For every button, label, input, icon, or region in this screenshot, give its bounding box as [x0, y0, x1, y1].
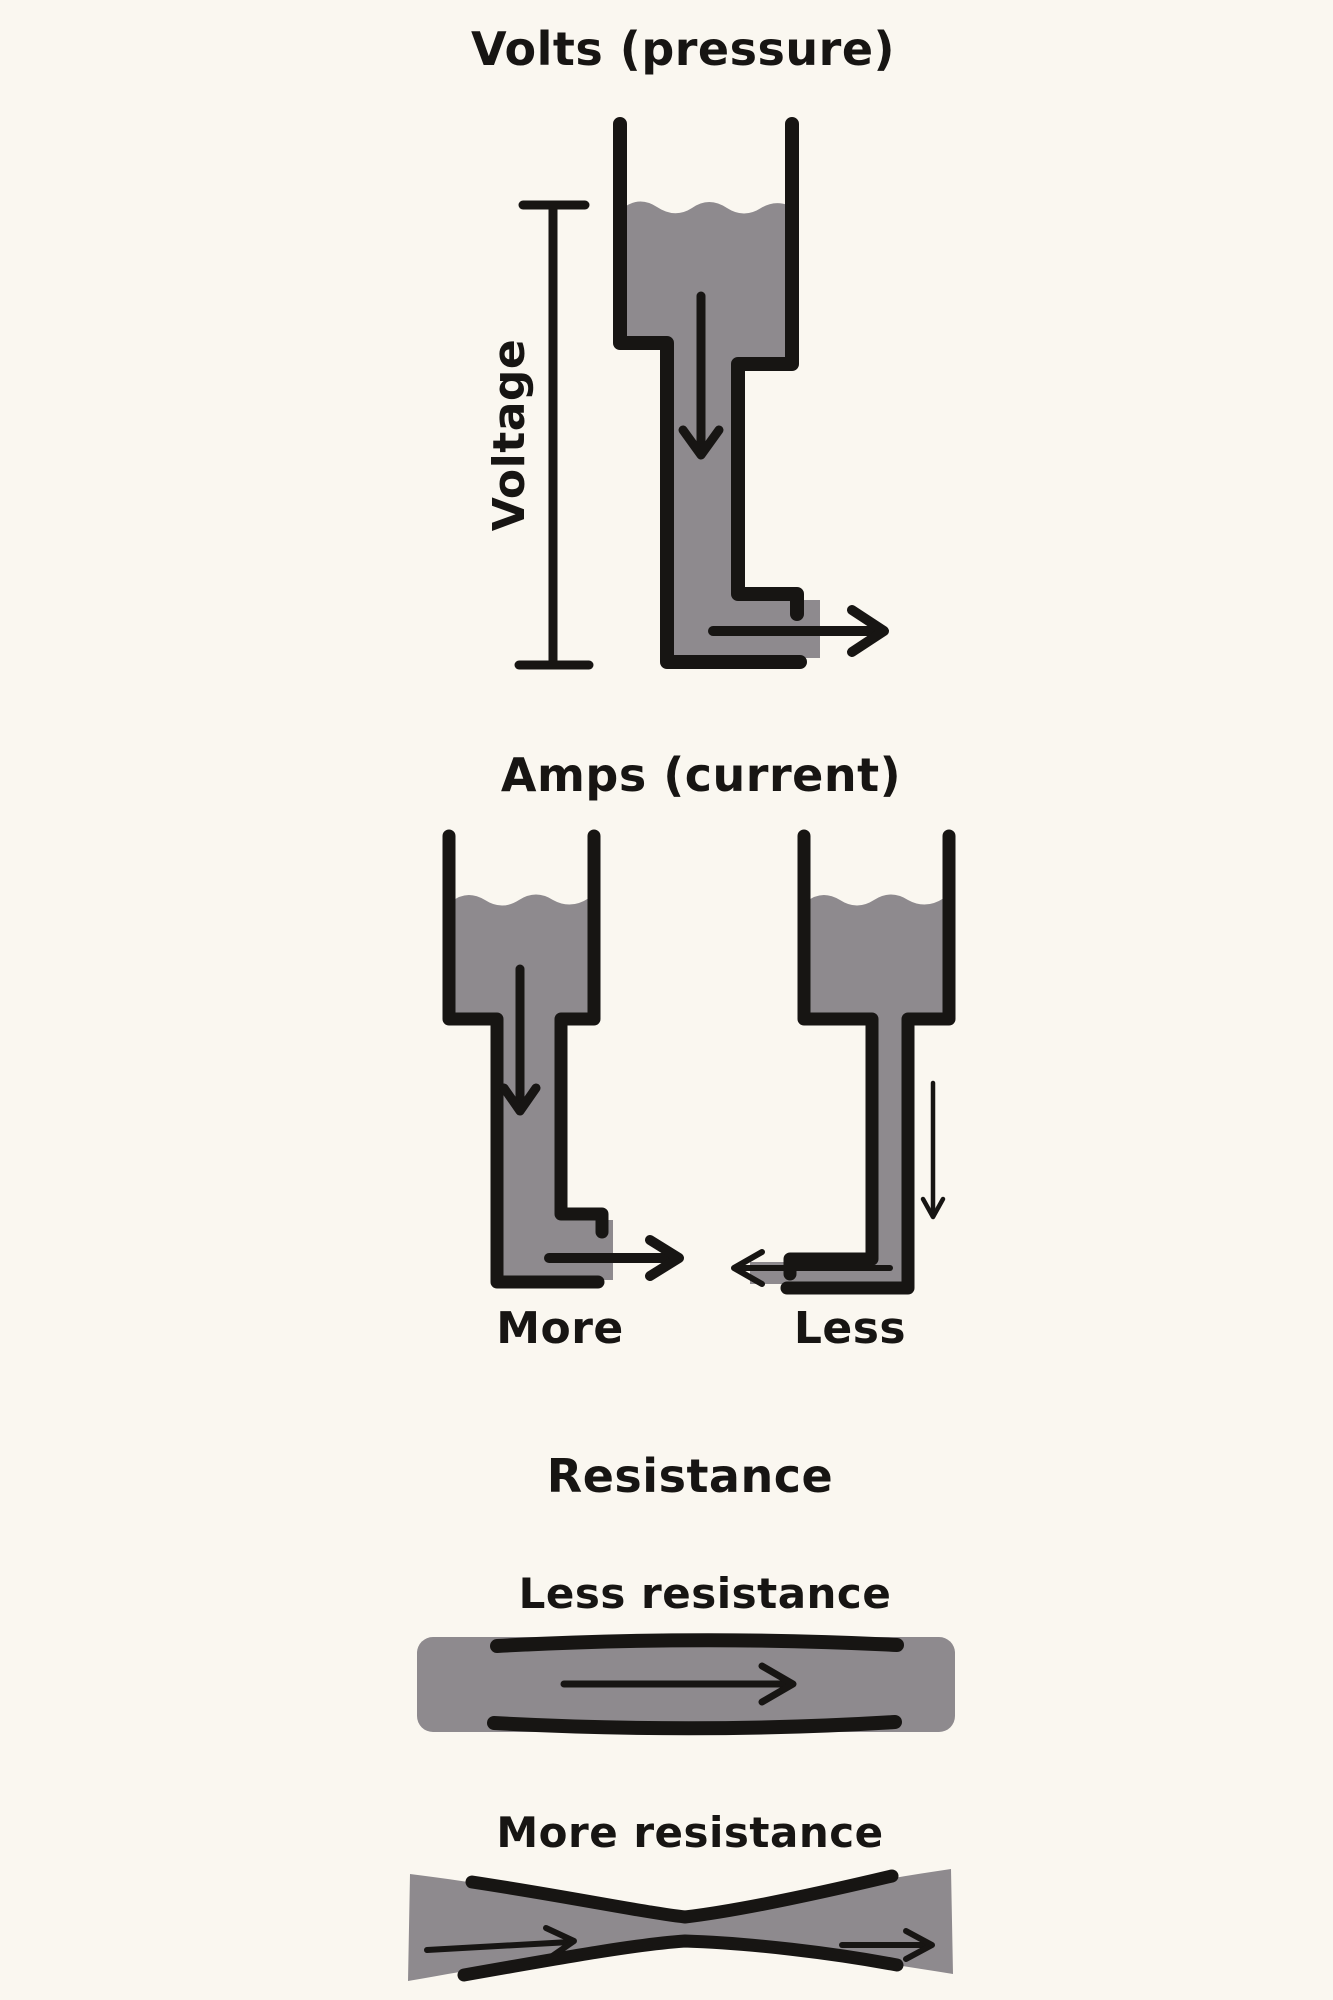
amps-title: Amps (current)	[500, 748, 902, 802]
amps-less-left-wall	[783, 829, 879, 1281]
more-resistance-left-arrow	[424, 1939, 573, 1953]
more-resistance-right-arrowhead-icon	[903, 1928, 935, 1962]
volts-flow-arrowhead-icon	[847, 605, 889, 657]
resistance-title: Resistance	[546, 1449, 834, 1503]
amps-less-flow-arrowhead-icon	[731, 1249, 765, 1287]
volts-figure	[613, 117, 889, 669]
amps-more-down-arrowhead-icon	[499, 1083, 541, 1116]
amps-less-down-arrowhead-icon	[920, 1196, 946, 1220]
volts-tank-right-wall	[731, 117, 804, 621]
volts-tank-water	[622, 201, 788, 366]
volts-tank-left-wall	[613, 117, 807, 669]
amps-less-figure	[731, 829, 956, 1295]
more-resistance-label: More resistance	[496, 1808, 884, 1857]
less-resistance-label: Less resistance	[518, 1569, 892, 1618]
amps-more-flow-arrowhead-icon	[645, 1235, 684, 1281]
less-resistance-top-wall	[490, 1633, 904, 1653]
amps-more-tank-water	[451, 894, 591, 1022]
amps-less-label: Less	[793, 1303, 907, 1354]
less-resistance-bottom-wall	[487, 1715, 902, 1736]
more-resistance-bottom-wall	[457, 1934, 904, 1982]
voltage-dimension-label: Voltage	[484, 338, 535, 532]
more-resistance-top-wall	[465, 1869, 899, 1924]
volts-down-arrowhead-icon	[678, 425, 724, 460]
amps-more-right-wall	[554, 829, 609, 1239]
voltage-dimension	[514, 200, 594, 670]
less-resistance-flow-arrowhead-icon	[758, 1662, 797, 1706]
amps-less-right-wall	[780, 829, 956, 1295]
volts-title: Volts (pressure)	[470, 22, 896, 76]
less-resistance-pipe	[417, 1633, 955, 1736]
amps-less-tank-water	[806, 894, 944, 1022]
amps-more-outlet-water	[492, 1220, 613, 1280]
more-resistance-left-arrowhead-icon	[543, 1925, 577, 1962]
more-resistance-pipe	[408, 1869, 953, 1982]
amps-more-left-wall	[442, 829, 605, 1289]
amps-more-figure	[442, 829, 684, 1289]
amps-more-label: More	[496, 1303, 624, 1354]
